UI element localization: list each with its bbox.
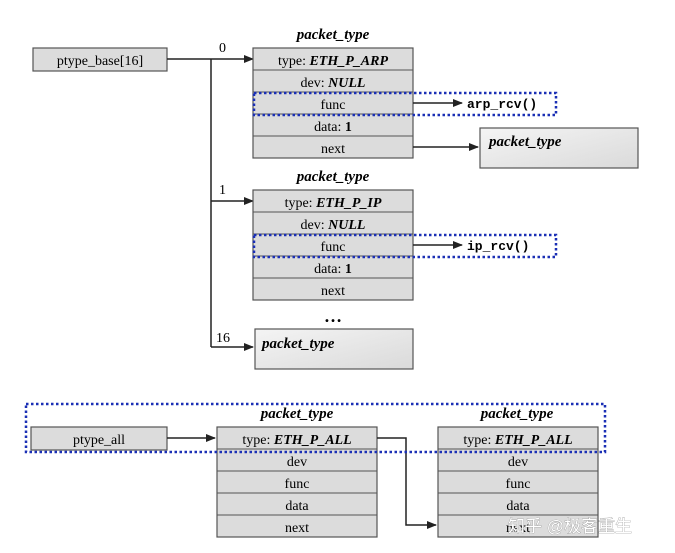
- arp-func-field: func: [321, 98, 346, 113]
- arp-next-packet-type-box: packet_type: [479, 127, 639, 169]
- index-1-label: 1: [219, 183, 226, 198]
- second-type-field: type: ETH_P_ALL: [463, 433, 572, 448]
- ip-func-highlight: [252, 233, 558, 259]
- arp-next-field: next: [321, 142, 345, 157]
- index-16-label: 16: [216, 331, 230, 346]
- slot16-packet-type-box: packet_type: [254, 328, 414, 370]
- arp-next-struct-title: packet_type: [487, 134, 562, 150]
- first-next-field: next: [285, 521, 309, 536]
- slot16-struct-title: packet_type: [260, 336, 335, 352]
- ptype-base-array: ptype_base[16]: [32, 47, 168, 72]
- arp-func-highlight: [252, 91, 558, 117]
- ptype-all-second-struct: type: ETH_P_ALL dev func data next: [437, 426, 599, 538]
- second-data-field: data: [506, 499, 530, 514]
- ip-dev-field: dev: NULL: [301, 218, 366, 233]
- second-next-field: next: [506, 521, 530, 536]
- ip-struct-title: packet_type: [295, 169, 370, 185]
- first-dev-field: dev: [287, 455, 307, 470]
- arp-packet-type-struct: packet_type type: ETH_P_ARP dev: NULL fu…: [252, 27, 414, 159]
- first-data-field: data: [285, 499, 309, 514]
- ip-rcv-handler: ip_rcv(): [467, 239, 529, 254]
- second-func-field: func: [506, 477, 531, 492]
- ptype-all-second-struct-title: packet_type: [479, 406, 554, 422]
- ip-packet-type-struct: packet_type type: ETH_P_IP dev: NULL fun…: [252, 169, 414, 301]
- arp-rcv-handler: arp_rcv(): [467, 97, 537, 112]
- ip-type-field: type: ETH_P_IP: [285, 196, 382, 211]
- watermark: 知乎 @极客重生: [508, 517, 632, 536]
- ptype-all-highlight: [24, 402, 607, 454]
- ip-data-field: data: 1: [314, 262, 352, 277]
- ip-next-field: next: [321, 284, 345, 299]
- ptype-base-label: ptype_base[16]: [57, 54, 143, 69]
- arp-type-field: type: ETH_P_ARP: [278, 54, 389, 69]
- ellipsis: …: [324, 306, 342, 326]
- first-type-field: type: ETH_P_ALL: [242, 433, 351, 448]
- ptype-all-chain-arrow: [377, 437, 437, 529]
- index-0-label: 0: [219, 41, 226, 56]
- arp-struct-title: packet_type: [295, 27, 370, 43]
- arp-dev-field: dev: NULL: [301, 76, 366, 91]
- arp-data-field: data: 1: [314, 120, 352, 135]
- ptype-all-first-struct: type: ETH_P_ALL dev func data next: [216, 426, 378, 538]
- ip-func-field: func: [321, 240, 346, 255]
- ptype-all-first-struct-title: packet_type: [259, 406, 334, 422]
- ptype-base-connectors: [167, 55, 254, 351]
- ptype-all-label: ptype_all: [73, 433, 125, 448]
- first-func-field: func: [285, 477, 310, 492]
- ptype-all-head: ptype_all: [30, 426, 168, 451]
- second-dev-field: dev: [508, 455, 528, 470]
